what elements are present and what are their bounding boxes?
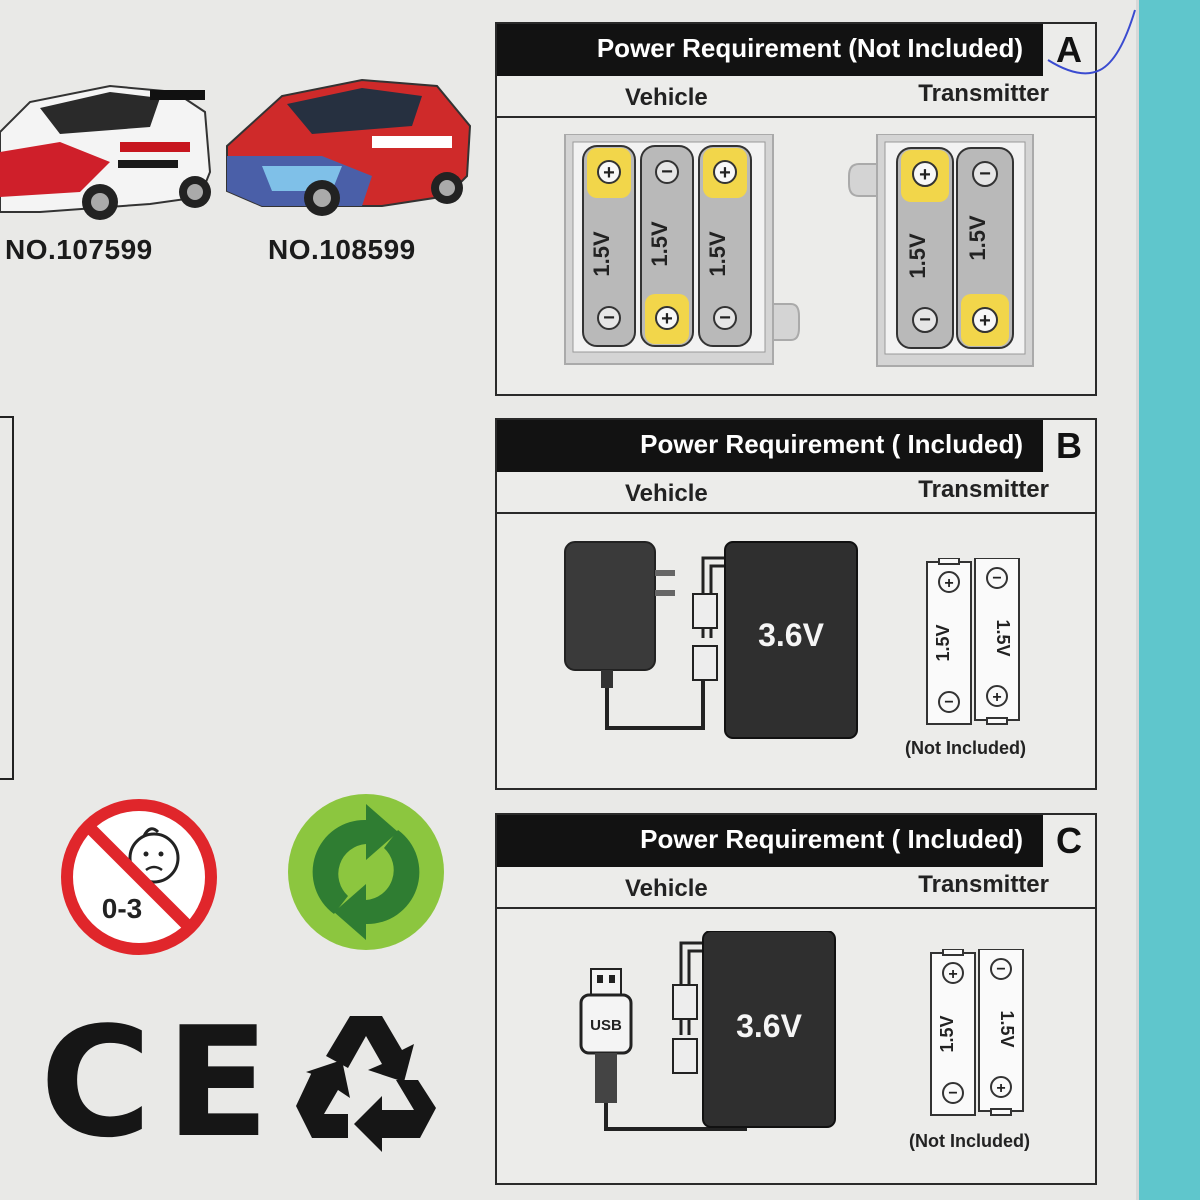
panel-b-vehicle-label: Vehicle	[625, 480, 708, 507]
wall-adapter-icon	[564, 541, 705, 730]
connector-icon	[692, 593, 718, 629]
svg-text:+: +	[719, 162, 731, 184]
battery-pack-icon: 3.6V	[724, 541, 858, 739]
aa-battery-outline-1: + − 1.5V	[926, 558, 972, 725]
svg-text:−: −	[944, 694, 953, 711]
aa-battery-vehicle-3: + − 1.5V	[698, 145, 752, 347]
panel-a-title: Power Requirement (Not Included)	[596, 33, 1023, 63]
svg-text:−: −	[948, 1085, 957, 1102]
age-warning-0-3-icon: 0-3	[61, 799, 217, 955]
svg-text:−: −	[919, 309, 931, 331]
panel-c-not-included-note: (Not Included)	[909, 1131, 1030, 1151]
vehicle-battery-compartment: + − 1.5V − + 1.5V	[564, 134, 800, 365]
transmitter-battery-compartment: + − 1.5V − + 1.5V	[848, 134, 1034, 367]
pen-scribble-mark	[1047, 9, 1136, 75]
battery-voltage-label: 1.5V	[937, 1015, 957, 1052]
svg-text:+: +	[992, 689, 1001, 706]
battery-pack-icon: 3.6V	[702, 931, 836, 1128]
left-frame-border	[0, 416, 14, 780]
panel-a-column-header: Vehicle Transmitter	[497, 76, 1095, 118]
panel-c-vehicle-label: Vehicle	[625, 875, 708, 902]
connector-icon	[672, 984, 698, 1020]
aa-battery-vehicle-2: − + 1.5V	[640, 145, 694, 347]
battery-voltage-label: 1.5V	[997, 1010, 1017, 1047]
model-number-2: NO.108599	[268, 234, 416, 265]
panel-c-title: Power Requirement ( Included)	[640, 824, 1023, 854]
panel-c-letter: C	[1041, 815, 1095, 867]
svg-text:−: −	[992, 570, 1001, 587]
panel-b-header: Power Requirement ( Included) B	[497, 420, 1095, 472]
svg-text:+: +	[948, 966, 957, 983]
panel-b-letter: B	[1041, 420, 1095, 472]
battery-voltage-label: 1.5V	[705, 231, 730, 277]
transmitter-aa-batteries: + − 1.5V − + 1.5V	[930, 949, 1024, 1116]
recycle-icon	[296, 1016, 436, 1152]
age-warning-label: 0-3	[102, 893, 142, 924]
battery-voltage-label: 1.5V	[993, 619, 1013, 656]
svg-text:−: −	[996, 961, 1005, 978]
panel-a-body: + − 1.5V − + 1.5V	[497, 118, 1095, 394]
power-panel-c: Power Requirement ( Included) C Vehicle …	[495, 813, 1097, 1185]
ce-mark-icon: CE	[40, 994, 284, 1171]
aa-battery-transmitter-1: + − 1.5V	[896, 147, 954, 349]
aa-battery-transmitter-2: − + 1.5V	[956, 147, 1014, 349]
transmitter-aa-batteries: + − 1.5V − + 1.5V	[926, 558, 1020, 725]
svg-text:+: +	[996, 1080, 1005, 1097]
power-panel-a: Power Requirement (Not Included) A Vehic…	[495, 22, 1097, 396]
wall-charger-and-battery-pack: 3.6V	[564, 541, 858, 739]
panel-b-title: Power Requirement ( Included)	[640, 429, 1023, 459]
aa-battery-outline-2: − + 1.5V	[978, 949, 1024, 1116]
panel-a-header: Power Requirement (Not Included) A	[497, 24, 1095, 76]
panel-b-transmitter-label: Transmitter	[918, 476, 1049, 503]
battery-voltage-label: 1.5V	[965, 215, 990, 261]
panel-b-body: 3.6V + − 1.5V −	[497, 514, 1095, 788]
svg-text:+: +	[944, 575, 953, 592]
panel-c-transmitter-label: Transmitter	[918, 871, 1049, 898]
rally-car-image-2	[226, 78, 472, 216]
svg-text:−: −	[603, 307, 615, 329]
panel-b-not-included-note: (Not Included)	[905, 738, 1026, 758]
battery-voltage-label: 1.5V	[933, 624, 953, 661]
power-panel-b: Power Requirement ( Included) B Vehicle …	[495, 418, 1097, 790]
battery-pack-voltage: 3.6V	[758, 617, 824, 653]
ce-mark-text: CE	[40, 994, 284, 1171]
connector-icon	[692, 645, 718, 681]
usb-charger-and-battery-pack: USB 3.6V	[579, 931, 836, 1131]
aa-battery-vehicle-1: + − 1.5V	[582, 145, 636, 347]
svg-text:+: +	[919, 164, 931, 186]
svg-text:−: −	[719, 307, 731, 329]
panel-b-column-header: Vehicle Transmitter	[497, 472, 1095, 514]
svg-text:+: +	[979, 310, 991, 332]
model-number-1: NO.107599	[5, 234, 153, 265]
panel-a-vehicle-label: Vehicle	[625, 84, 708, 111]
battery-voltage-label: 1.5V	[905, 233, 930, 279]
svg-text:−: −	[979, 163, 991, 185]
battery-voltage-label: 1.5V	[589, 231, 614, 277]
aa-battery-outline-1: + − 1.5V	[930, 949, 976, 1116]
battery-pack-voltage: 3.6V	[736, 1008, 802, 1044]
panel-a-transmitter-label: Transmitter	[918, 80, 1049, 107]
panel-c-column-header: Vehicle Transmitter	[497, 867, 1095, 909]
panel-a-letter: A	[1041, 24, 1095, 76]
svg-text:+: +	[603, 162, 615, 184]
aa-battery-outline-2: − + 1.5V	[974, 558, 1020, 725]
panel-c-header: Power Requirement ( Included) C	[497, 815, 1095, 867]
usb-label: USB	[590, 1017, 622, 1034]
panel-c-body: USB 3.6V +	[497, 909, 1095, 1183]
cyan-side-strip	[1136, 0, 1200, 1200]
rally-car-image-1	[0, 84, 212, 220]
svg-text:−: −	[661, 161, 673, 183]
connector-icon	[672, 1038, 698, 1074]
green-dot-recycle-icon	[288, 794, 444, 950]
battery-voltage-label: 1.5V	[647, 221, 672, 267]
svg-text:+: +	[661, 308, 673, 330]
